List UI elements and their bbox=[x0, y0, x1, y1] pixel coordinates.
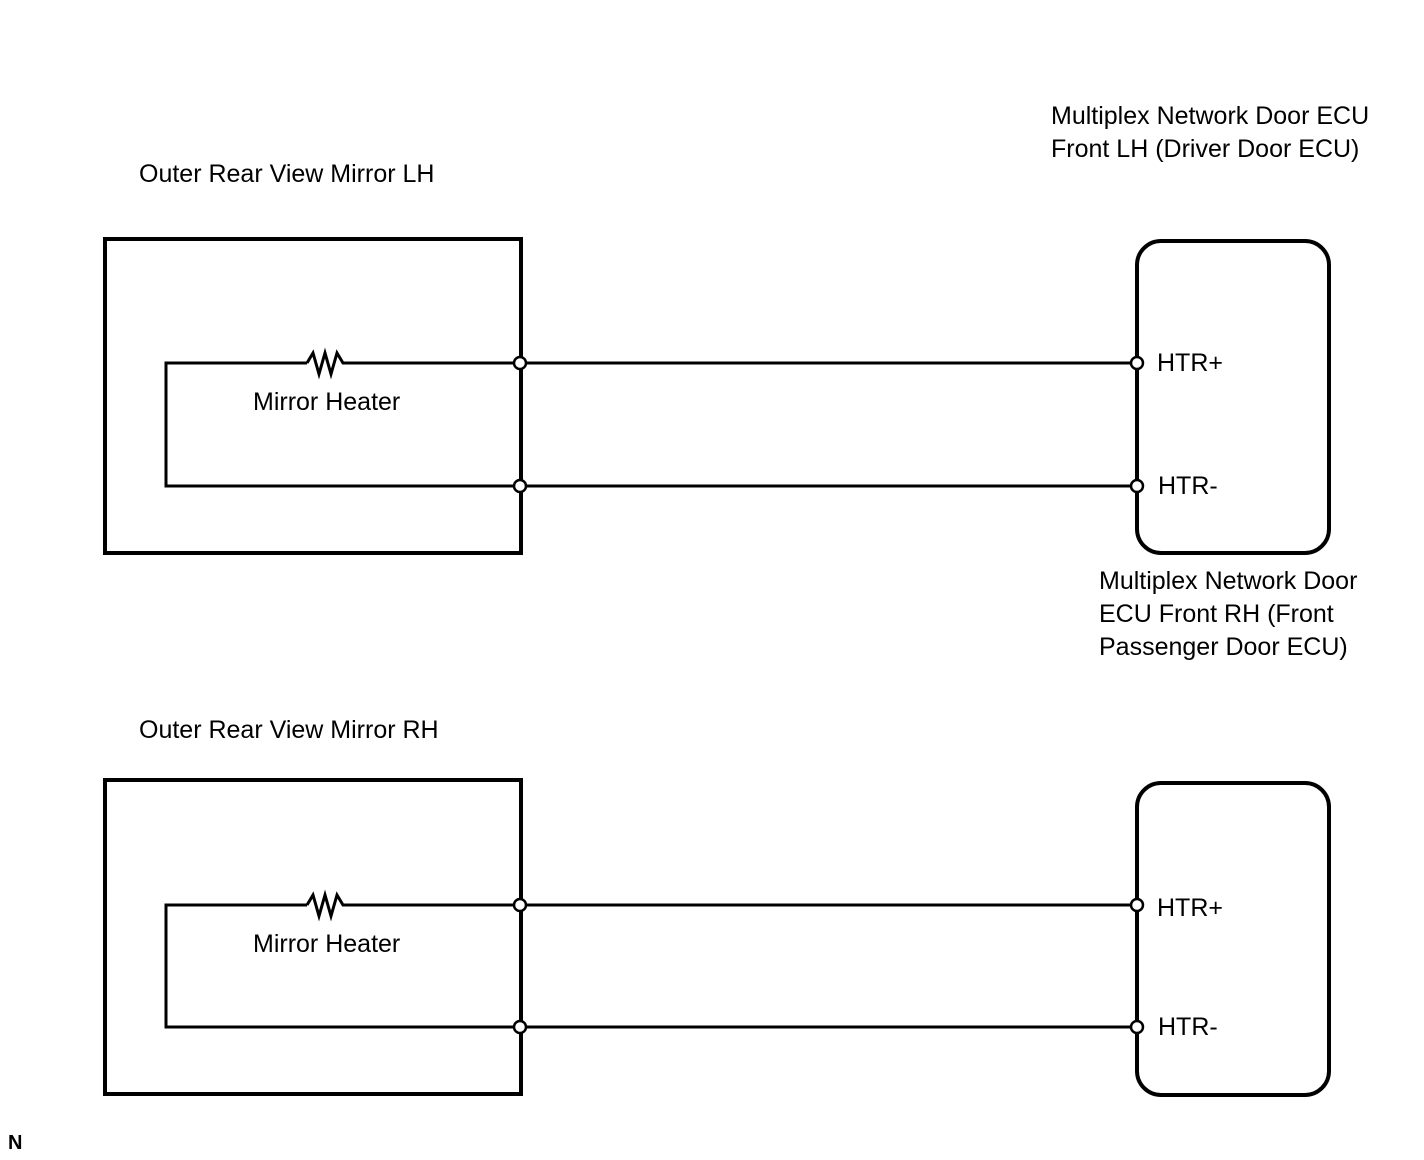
ecu-lh-pin-htr-pos: HTR+ bbox=[1157, 349, 1223, 377]
ecu-rh-box bbox=[1135, 781, 1331, 1097]
mirror-rh-box bbox=[103, 778, 523, 1096]
mirror-lh-heater-loop bbox=[164, 361, 520, 488]
mirror-lh-heater-label: Mirror Heater bbox=[253, 388, 401, 416]
ecu-rh-terminal-neg bbox=[1129, 1019, 1145, 1035]
corner-code: N bbox=[8, 1132, 23, 1154]
mirror-rh-terminal-neg bbox=[512, 1019, 528, 1035]
mirror-rh-heater-loop bbox=[164, 903, 520, 1029]
mirror-lh-terminal-neg bbox=[512, 478, 528, 494]
ecu-lh-label-line-2: Front LH (Driver Door ECU) bbox=[1051, 135, 1360, 163]
ecu-lh-pin-htr-neg: HTR- bbox=[1158, 472, 1218, 500]
mirror-rh-heater-resistor bbox=[305, 889, 345, 922]
ecu-rh-terminal-pos bbox=[1129, 897, 1145, 913]
mirror-rh-terminal-pos bbox=[512, 897, 528, 913]
mirror-rh-label: Outer Rear View Mirror RH bbox=[139, 716, 439, 744]
ecu-lh-label: Multiplex Network Door ECU Front LH (Dri… bbox=[1051, 100, 1369, 166]
mirror-lh-box bbox=[103, 237, 523, 555]
mirror-rh-heater-label: Mirror Heater bbox=[253, 930, 401, 958]
mirror-lh-heater-resistor bbox=[305, 347, 345, 380]
ecu-lh-terminal-pos bbox=[1129, 355, 1145, 371]
ecu-rh-label-line-3: Passenger Door ECU) bbox=[1099, 633, 1348, 661]
ecu-rh-pin-htr-pos: HTR+ bbox=[1157, 894, 1223, 922]
ecu-rh-label-line-1: Multiplex Network Door bbox=[1099, 567, 1358, 595]
mirror-lh-terminal-pos bbox=[512, 355, 528, 371]
ecu-lh-box bbox=[1135, 239, 1331, 555]
ecu-rh-pin-htr-neg: HTR- bbox=[1158, 1013, 1218, 1041]
ecu-lh-terminal-neg bbox=[1129, 478, 1145, 494]
mirror-lh-label: Outer Rear View Mirror LH bbox=[139, 160, 435, 188]
ecu-rh-label-line-2: ECU Front RH (Front bbox=[1099, 600, 1334, 628]
ecu-lh-label-line-1: Multiplex Network Door ECU bbox=[1051, 102, 1370, 130]
ecu-rh-label: Multiplex Network Door ECU Front RH (Fro… bbox=[1099, 565, 1357, 664]
